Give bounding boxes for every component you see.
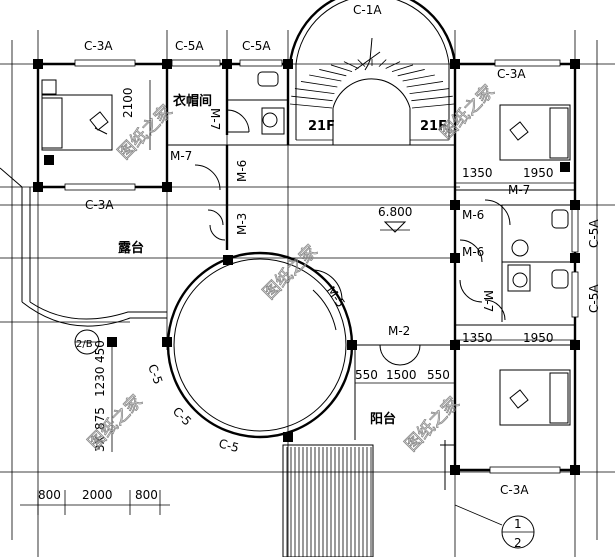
axis-markers bbox=[74, 329, 535, 549]
dim-800-left: 800 bbox=[38, 488, 61, 502]
dim-1950-bot: 1950 bbox=[523, 331, 554, 345]
door-label-m3: M-3 bbox=[235, 213, 249, 235]
stair-tread bbox=[411, 95, 453, 102]
window-label-c3a-top: C-3A bbox=[84, 39, 113, 53]
stair-tread bbox=[378, 59, 387, 67]
dimension-lines bbox=[20, 80, 575, 515]
spiral-stair bbox=[288, 0, 457, 145]
dim-1350-bot: 1350 bbox=[462, 331, 493, 345]
column bbox=[283, 432, 293, 442]
door-label-m7-cloak: M-7 bbox=[208, 108, 222, 130]
column bbox=[347, 340, 357, 350]
window-label-c5a-top-left: C-5A bbox=[175, 39, 204, 53]
column bbox=[162, 59, 172, 69]
stair-tread bbox=[397, 69, 425, 77]
door-label-m7-right-top: M-7 bbox=[508, 183, 530, 197]
door-label-m2: M-2 bbox=[388, 324, 410, 338]
column bbox=[570, 253, 580, 263]
room-label-cloakroom: 衣帽间 bbox=[173, 93, 212, 109]
column bbox=[570, 340, 580, 350]
dim-875: 875 bbox=[93, 407, 107, 430]
axis-label-2: 2 bbox=[514, 536, 522, 550]
dim-2100: 2100 bbox=[121, 87, 135, 118]
door-label-m6-right-a: M-6 bbox=[462, 208, 484, 222]
stair-label-right: 21F bbox=[420, 119, 447, 134]
watermark: 图纸之家 bbox=[259, 241, 321, 303]
window-label-c5a-top-right: C-5A bbox=[242, 39, 271, 53]
window-label-c5a-right-lower: C-5A bbox=[587, 284, 601, 313]
stair-label-left: 21F bbox=[308, 119, 335, 134]
door-label-m6-left: M-6 bbox=[235, 160, 249, 182]
column bbox=[570, 59, 580, 69]
dim-1230: 1230 bbox=[93, 366, 107, 397]
balcony-steps bbox=[282, 444, 374, 557]
door-label-m7-right-side: M-7 bbox=[481, 290, 495, 312]
window-label-c1a: C-1A bbox=[353, 3, 382, 17]
column bbox=[570, 200, 580, 210]
column bbox=[223, 255, 233, 265]
stair-tread bbox=[406, 81, 444, 88]
window-label-c5-arc-2: C-5 bbox=[170, 404, 194, 428]
round-room bbox=[166, 251, 354, 439]
column bbox=[450, 340, 460, 350]
stair-tread bbox=[357, 59, 366, 67]
stair-tread bbox=[300, 81, 338, 88]
column bbox=[33, 59, 43, 69]
column bbox=[450, 200, 460, 210]
door-label-m6-right-b: M-6 bbox=[462, 245, 484, 259]
column bbox=[283, 59, 293, 69]
room-label-terrace: 露台 bbox=[118, 240, 144, 256]
window-label-c5-arc-3: C-5 bbox=[217, 436, 240, 455]
dim-800-right: 800 bbox=[135, 488, 158, 502]
stair-tread bbox=[309, 74, 342, 82]
column bbox=[222, 59, 232, 69]
door-label-m7-left: M-7 bbox=[170, 149, 192, 163]
column bbox=[162, 182, 172, 192]
axis-label-1: 1 bbox=[514, 517, 522, 531]
window-label-c3a-right-top: C-3A bbox=[497, 67, 526, 81]
columns bbox=[33, 59, 580, 475]
window-label-c3a-bottom: C-3A bbox=[500, 483, 529, 497]
fixtures bbox=[41, 71, 571, 426]
axis-lines bbox=[0, 30, 615, 557]
stair-tread bbox=[391, 64, 414, 73]
stair-tread bbox=[330, 64, 353, 73]
watermark: 图纸之家 bbox=[436, 81, 498, 143]
dim-3x: 3X bbox=[93, 436, 107, 452]
room-label-balcony: 阳台 bbox=[370, 411, 396, 427]
column bbox=[33, 182, 43, 192]
column bbox=[450, 465, 460, 475]
door-swings bbox=[194, 109, 511, 366]
dim-1950-top: 1950 bbox=[523, 166, 554, 180]
dim-450: 450 bbox=[93, 340, 107, 363]
column bbox=[570, 465, 580, 475]
dim-550-right: 550 bbox=[427, 368, 450, 382]
stair-tread bbox=[385, 61, 401, 69]
dim-2000: 2000 bbox=[82, 488, 113, 502]
stair-tread bbox=[409, 88, 450, 95]
dim-1500: 1500 bbox=[386, 368, 417, 382]
window-label-c5a-right-upper: C-5A bbox=[587, 219, 601, 248]
window-label-c3a-left-mid: C-3A bbox=[85, 198, 114, 212]
dim-1350-top: 1350 bbox=[462, 166, 493, 180]
stair-tread bbox=[402, 74, 435, 82]
dim-550-left: 550 bbox=[355, 368, 378, 382]
stair-treads bbox=[289, 58, 455, 109]
step-lines bbox=[286, 447, 372, 557]
stair-tread bbox=[319, 69, 347, 77]
stair-tread bbox=[294, 88, 335, 95]
stair-tread bbox=[289, 103, 333, 109]
elevation-label: 6.800 bbox=[378, 205, 412, 219]
column bbox=[162, 337, 172, 347]
column bbox=[450, 59, 460, 69]
windows bbox=[64, 59, 579, 474]
stair-tread bbox=[291, 95, 333, 102]
axis-label-2b: 2/B bbox=[76, 339, 93, 350]
window-label-c5-arc-1: C-5 bbox=[145, 362, 165, 386]
column bbox=[450, 253, 460, 263]
stair-tread bbox=[343, 61, 359, 69]
stair-tread bbox=[411, 103, 455, 109]
